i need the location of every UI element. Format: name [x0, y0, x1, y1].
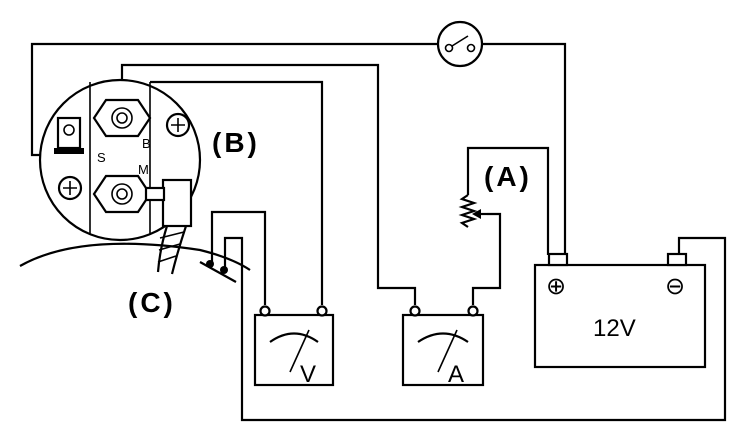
clip-dot-right [220, 266, 228, 274]
mount-screw-top-cross [171, 118, 185, 132]
ammeter-scale [417, 332, 469, 343]
mount-screw-bottom-cross [63, 181, 77, 195]
m-lead-boot [161, 178, 193, 228]
engine-outline [19, 242, 251, 271]
m-lead-cable-strands [157, 231, 185, 263]
terminal-s-hole [63, 124, 75, 136]
terminal-b-label: B [142, 136, 151, 151]
switch-lever [451, 35, 469, 47]
switch-body [436, 20, 484, 68]
terminal-s-label: S [97, 150, 106, 165]
switch-contact-left [444, 43, 454, 53]
ammeter-symbol: A [448, 361, 464, 388]
test-clip [199, 260, 237, 283]
wires [30, 42, 727, 422]
terminal-b-bolt-inner [116, 112, 128, 124]
terminal-s-base [54, 148, 84, 154]
battery-post-pos [547, 252, 569, 267]
terminal-m-bolt [111, 183, 133, 205]
voltmeter-needle [289, 329, 310, 373]
terminal-b-bolt [111, 107, 133, 129]
battery-positive-sign: ⊕ [546, 273, 566, 300]
m-lead-lug [144, 186, 166, 202]
terminal-m-label: M [138, 162, 149, 177]
voltmeter-icon: V [253, 305, 335, 388]
solenoid: B M S [38, 78, 202, 275]
ammeter-terminal-pos [467, 305, 479, 317]
voltmeter-box [253, 313, 335, 387]
ammeter-needle [437, 329, 458, 373]
terminal-s-connector [56, 116, 82, 150]
terminal-b-nut [92, 98, 152, 138]
wire-clip-voltmeter [210, 210, 267, 305]
rheostat-arrowhead [472, 209, 481, 219]
m-lead-cable [156, 225, 188, 275]
switch-icon [436, 20, 484, 68]
wire-voltmeter-pos [150, 80, 324, 305]
variable-resistor-icon [458, 194, 487, 228]
voltmeter-terminal-neg [259, 305, 271, 317]
battery-icon: ⊕ ⊖ 12V [533, 252, 707, 369]
clip-jaw [199, 261, 237, 283]
wire-b-terminal [120, 63, 417, 305]
wire-ground-return [223, 236, 727, 422]
terminal-m-nut [92, 174, 152, 214]
voltmeter-terminal-pos [316, 305, 328, 317]
terminal-m-bolt-inner [116, 188, 128, 200]
solenoid-label: (B) [212, 127, 260, 158]
battery-voltage-label: 12V [593, 315, 636, 342]
voltmeter-scale [269, 332, 319, 343]
clip-label: (C) [128, 287, 176, 318]
battery-negative-sign: ⊖ [665, 273, 685, 300]
battery-box [533, 263, 707, 369]
solenoid-block [89, 82, 151, 235]
battery-post-neg [666, 252, 688, 267]
ammeter-box [401, 313, 485, 387]
wire-ammeter-rheostat [471, 212, 502, 305]
wire-rheostat-battery [466, 146, 550, 255]
ammeter-icon: A [401, 305, 485, 388]
rheostat-zigzag [458, 194, 478, 228]
ammeter-terminal-neg [409, 305, 421, 317]
switch-contact-right [466, 43, 476, 53]
rheostat-label: (A) [484, 161, 532, 192]
voltmeter-symbol: V [300, 361, 316, 388]
